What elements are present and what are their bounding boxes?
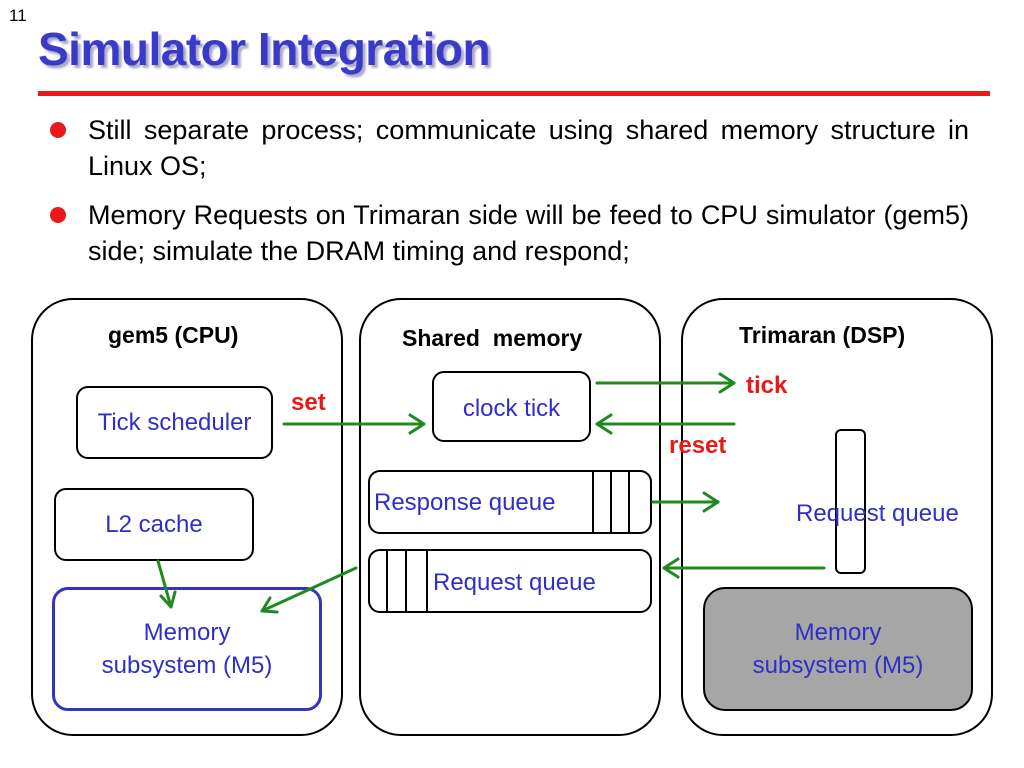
dsp-panel-title: Trimaran (DSP) xyxy=(739,322,906,348)
tick-label: tick xyxy=(746,372,788,399)
queue-slot-divider xyxy=(610,472,612,532)
queue-slot-divider xyxy=(628,472,630,532)
slide-number: 11 xyxy=(9,6,27,25)
bullet-text: Still separate process; communicate usin… xyxy=(88,115,969,181)
clock-tick-box: clock tick xyxy=(432,371,591,442)
bullet-dot-icon xyxy=(50,122,66,138)
shared-request-queue: Request queue xyxy=(368,549,652,613)
bullet-text: Memory Requests on Trimaran side will be… xyxy=(88,200,969,266)
dsp-memory-label-line1: Memory xyxy=(794,619,882,646)
shared-request-queue-label: Request queue xyxy=(433,569,596,596)
set-label: set xyxy=(291,389,326,416)
dsp-memory-subsystem-box: Memory subsystem (M5) xyxy=(703,587,973,711)
response-queue: Response queue xyxy=(368,470,652,534)
queue-slot-divider xyxy=(405,551,407,611)
tick-scheduler-box: Tick scheduler xyxy=(76,386,273,459)
shared-memory-panel-title: Shared memory xyxy=(402,325,583,351)
dsp-request-queue-bar xyxy=(835,429,866,574)
l2-cache-box: L2 cache xyxy=(54,488,254,561)
cpu-memory-subsystem-box: Memory subsystem (M5) xyxy=(52,587,322,711)
bullet-list: Still separate process; communicate usin… xyxy=(47,112,969,282)
tick-scheduler-label: Tick scheduler xyxy=(97,409,252,436)
reset-label: reset xyxy=(669,432,727,459)
cpu-memory-label-line1: Memory xyxy=(143,619,231,646)
bullet-dot-icon xyxy=(50,207,66,223)
queue-slot-divider xyxy=(426,551,428,611)
response-queue-label: Response queue xyxy=(374,489,556,516)
dsp-memory-label-line2: subsystem (M5) xyxy=(752,652,924,679)
bullet-item: Memory Requests on Trimaran side will be… xyxy=(47,197,969,269)
queue-slot-divider xyxy=(386,551,388,611)
cpu-memory-label-line2: subsystem (M5) xyxy=(101,652,273,679)
title-divider xyxy=(38,91,990,96)
slide-title: Simulator Integration xyxy=(38,23,491,75)
l2-cache-label: L2 cache xyxy=(105,511,203,538)
queue-slot-divider xyxy=(592,472,594,532)
clock-tick-label: clock tick xyxy=(462,395,561,422)
dsp-request-queue-label: Request queue xyxy=(796,500,959,527)
cpu-panel-title: gem5 (CPU) xyxy=(108,322,239,348)
bullet-item: Still separate process; communicate usin… xyxy=(47,112,969,184)
